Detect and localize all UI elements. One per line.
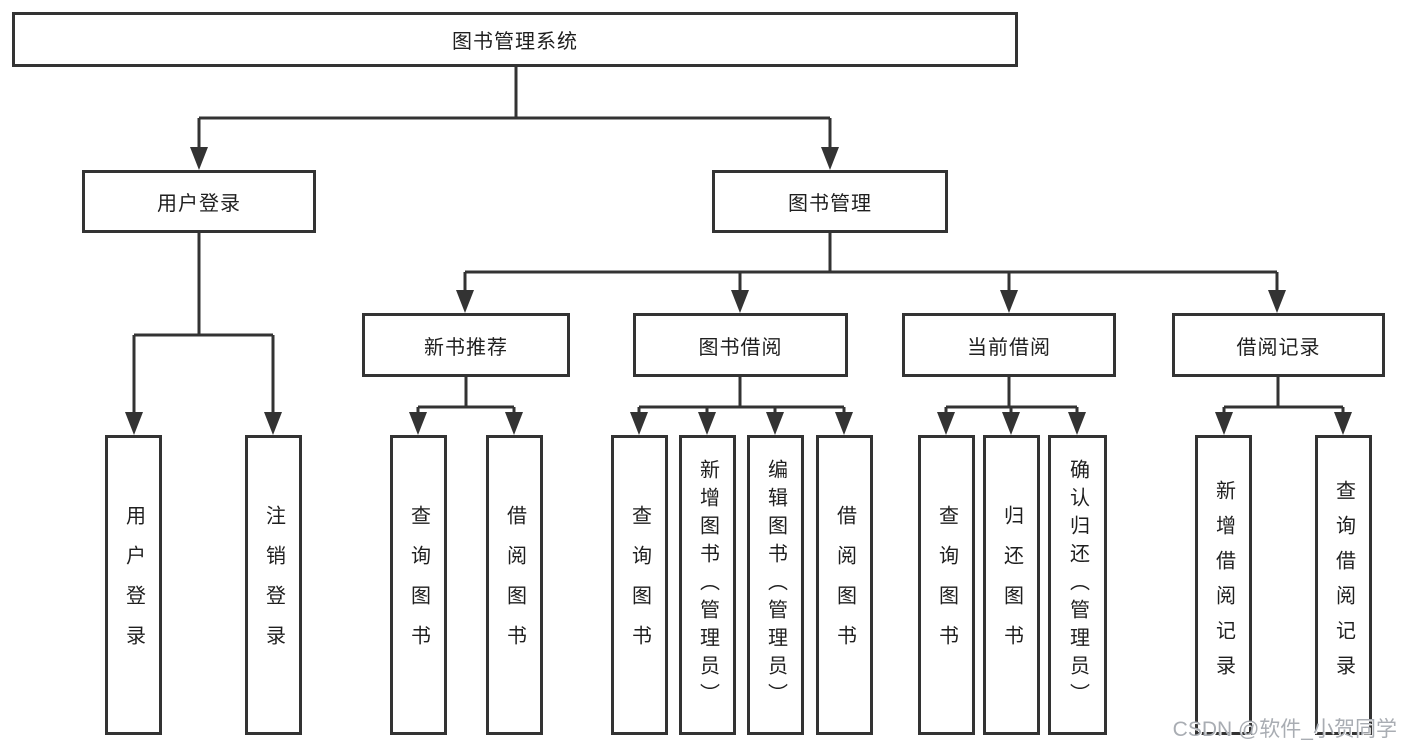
leaf-add-borrow-record: 新增借阅记录 (1195, 435, 1252, 735)
csdn-watermark: CSDN @软件_小贺同学 (1172, 718, 1397, 741)
node-library-management-system: 图书管理系统 (12, 12, 1018, 67)
leaf-return-books: 归还图书 (983, 435, 1040, 735)
node-label: 新增图书（管理员） (696, 459, 719, 711)
leaf-query-borrow-record: 查询借阅记录 (1315, 435, 1372, 735)
node-user-login: 用户登录 (82, 170, 316, 233)
leaf-edit-books-admin: 编辑图书（管理员） (747, 435, 804, 735)
node-label: 借阅图书 (833, 505, 856, 665)
node-label: 查询图书 (407, 505, 430, 665)
node-label: 借阅记录 (1236, 336, 1321, 359)
node-label: 图书管理 (788, 193, 872, 215)
node-label: 归还图书 (1000, 505, 1023, 665)
leaf-logout: 注销登录 (245, 435, 302, 735)
node-current-borrowing: 当前借阅 (902, 313, 1116, 377)
node-label: 当前借阅 (967, 336, 1051, 359)
leaf-user-login: 用户登录 (105, 435, 162, 735)
leaf-query-books-recommend: 查询图书 (390, 435, 447, 735)
leaf-query-books-current: 查询图书 (918, 435, 975, 735)
leaf-confirm-return-admin: 确认归还（管理员） (1048, 435, 1107, 735)
node-book-management: 图书管理 (712, 170, 948, 233)
node-label: 图书管理系统 (452, 31, 578, 53)
node-label: 查询图书 (935, 505, 958, 665)
node-label: 用户登录 (122, 505, 145, 665)
node-borrowing-records: 借阅记录 (1172, 313, 1385, 377)
node-label: 新增借阅记录 (1212, 480, 1235, 690)
node-book-borrowing: 图书借阅 (633, 313, 848, 377)
node-label: 确认归还（管理员） (1066, 459, 1089, 711)
leaf-borrow-books-recommend: 借阅图书 (486, 435, 543, 735)
node-label: 图书借阅 (698, 336, 783, 359)
leaf-borrow-books: 借阅图书 (816, 435, 873, 735)
node-label: 注销登录 (262, 505, 285, 665)
leaf-query-books-borrow: 查询图书 (611, 435, 668, 735)
node-label: 编辑图书（管理员） (764, 459, 787, 711)
node-label: 新书推荐 (424, 336, 508, 359)
node-label: 查询图书 (628, 505, 651, 665)
node-new-book-recommendation: 新书推荐 (362, 313, 570, 377)
leaf-add-books-admin: 新增图书（管理员） (679, 435, 736, 735)
node-label: 用户登录 (157, 193, 241, 215)
node-label: 借阅图书 (503, 505, 526, 665)
node-label: 查询借阅记录 (1332, 480, 1355, 690)
